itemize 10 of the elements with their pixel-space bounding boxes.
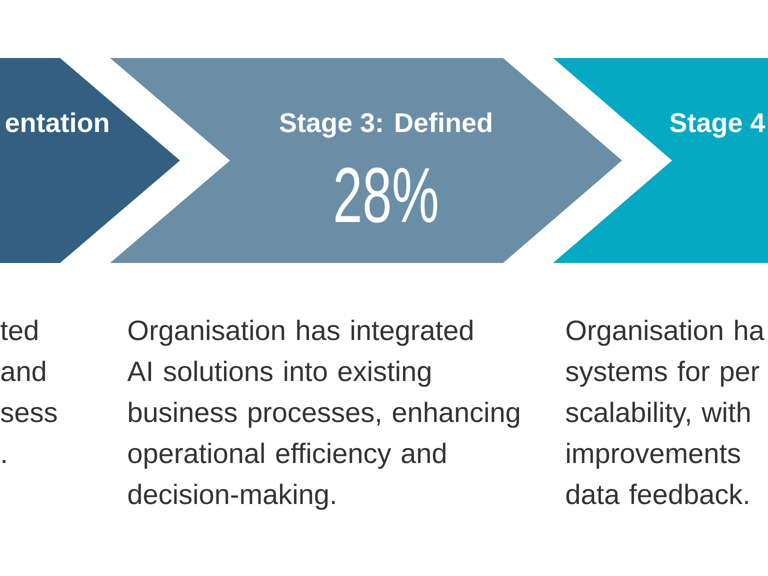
stage-title: entation [6,112,108,132]
stage-title: Stage 3: Defined [280,112,492,138]
percentage-value: 28% [336,168,438,223]
stage-title: Stage 4 [670,113,766,138]
stage-banner [0,58,180,263]
description-text: ted and sess . [0,320,57,463]
stage-banner [553,58,768,263]
description-text: Organisation ha systems for per scalability, with improvements data feedback. [566,320,764,504]
description-text: Organisation has integrated AI solutions into existing business processes, enhancing operational efficiency and decision-making. [127,320,520,510]
stage-banner [110,58,622,263]
